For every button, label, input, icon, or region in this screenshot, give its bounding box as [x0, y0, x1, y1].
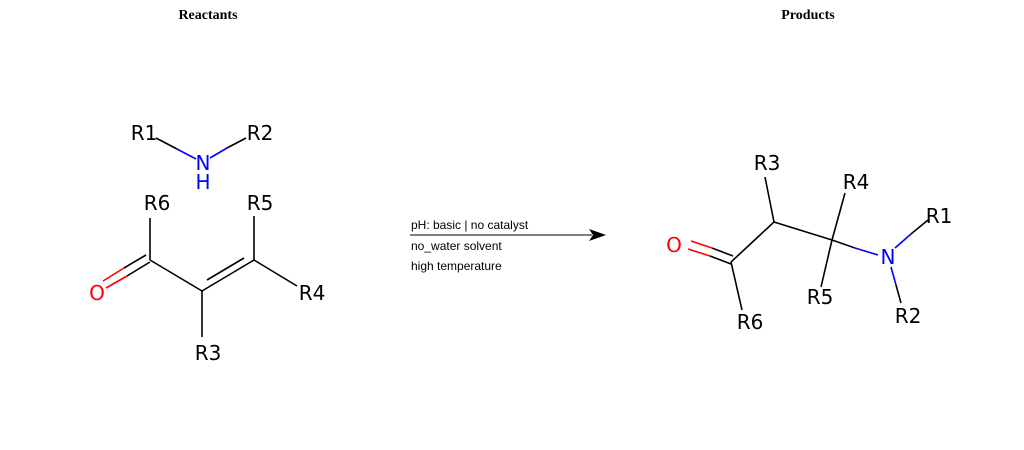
enone-r4-label: R4	[299, 281, 326, 305]
prod-bond-n-r2-blue	[890, 266, 897, 286]
prod-bond-co-black-1	[709, 255, 732, 265]
prod-bond-c-n	[831, 239, 856, 249]
bond-co-black-1	[126, 261, 151, 277]
prod-bond-c-c1	[730, 221, 775, 263]
bond-co-black-2	[123, 254, 147, 269]
prod-bond-c-r6	[730, 261, 743, 311]
prod-bond-co-red-2	[690, 240, 713, 249]
prod-bond-c-n-blue	[854, 247, 879, 256]
prod-bond-n-r2	[895, 284, 902, 304]
bond-cc-double-2	[206, 257, 245, 281]
enone-r3-label: R3	[195, 341, 222, 365]
bond-co-red-2	[102, 267, 125, 282]
amine-molecule: R1 N H R2	[131, 121, 274, 194]
prod-bond-c-r3	[764, 176, 775, 223]
enone-molecule: O R6 R5 R4 R3	[89, 191, 325, 365]
prod-r2-label: R2	[895, 304, 922, 328]
prod-bond-c1-c2	[773, 221, 833, 241]
bond-c-r4	[253, 259, 298, 287]
enone-o-label: O	[89, 281, 105, 305]
bond-co-red-1	[105, 275, 128, 289]
arrow-head	[589, 229, 606, 241]
bond-cc-double-1	[201, 259, 255, 292]
bond-r1-n	[155, 137, 178, 150]
prod-r5-label: R5	[807, 285, 834, 309]
bond-r1-n-blue	[176, 148, 197, 160]
prod-bond-n-r1-blue	[894, 233, 912, 249]
product-molecule: O R6 R3 R4 R5 N R1 R2	[666, 151, 952, 334]
prod-bond-c-r5	[820, 239, 833, 288]
condition-solvent: no_water solvent	[411, 239, 502, 253]
prod-r6-label: R6	[737, 310, 764, 334]
prod-n-label: N	[881, 245, 896, 269]
prod-r3-label: R3	[754, 151, 781, 175]
bond-n-r2-blue	[209, 147, 228, 159]
prod-o-label: O	[666, 233, 682, 257]
amine-n-label: N	[196, 151, 211, 175]
amine-h-label: H	[195, 170, 210, 194]
reaction-arrow: pH: basic | no catalyst no_water solvent…	[410, 218, 606, 273]
r2-label: R2	[247, 121, 274, 145]
bond-c-c	[149, 259, 203, 292]
condition-temperature: high temperature	[411, 259, 502, 273]
enone-r6-label: R6	[144, 191, 171, 215]
prod-bond-n-r1	[910, 219, 929, 235]
prod-bond-c-r4	[831, 192, 846, 241]
r1-label: R1	[131, 121, 158, 145]
products-header: Products	[781, 8, 835, 23]
prod-bond-co-black-2	[711, 247, 734, 257]
prod-r4-label: R4	[843, 170, 870, 194]
bond-n-r2	[226, 137, 247, 149]
prod-r1-label: R1	[926, 204, 953, 228]
condition-ph-catalyst: pH: basic | no catalyst	[411, 218, 529, 232]
reactants-header: Reactants	[178, 8, 238, 23]
enone-r5-label: R5	[247, 191, 274, 215]
prod-bond-co-red-1	[687, 248, 711, 257]
